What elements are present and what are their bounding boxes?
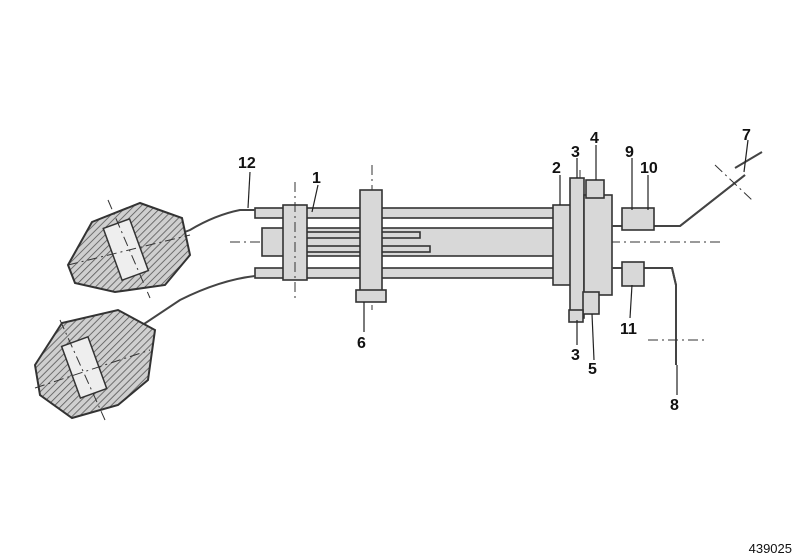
callout-8: 8: [670, 397, 679, 414]
callout-1: 1: [312, 170, 321, 187]
diagram-reference-number: 439025: [748, 541, 792, 556]
hatched-clamp-upper: [66, 199, 192, 299]
callout-5: 5: [588, 361, 597, 378]
flange-assembly: [552, 177, 613, 323]
callout-6: 6: [357, 335, 366, 352]
callout-10: 10: [640, 160, 658, 177]
callout-2: 2: [552, 160, 561, 177]
fitting-part-11: [621, 261, 645, 287]
main-tube-assembly: [254, 204, 563, 281]
hatched-clamp-lower: [33, 308, 157, 421]
fitting-part-9-10: [621, 207, 655, 231]
callout-11: 11: [620, 321, 637, 338]
callout-4: 4: [590, 130, 599, 147]
callout-9: 9: [625, 144, 634, 161]
callout-12: 12: [238, 155, 256, 172]
callout-7: 7: [742, 127, 751, 144]
bolt-part-6: [355, 189, 387, 303]
callout-3-top: 3: [571, 144, 580, 161]
callout-3-bottom: 3: [571, 347, 580, 364]
